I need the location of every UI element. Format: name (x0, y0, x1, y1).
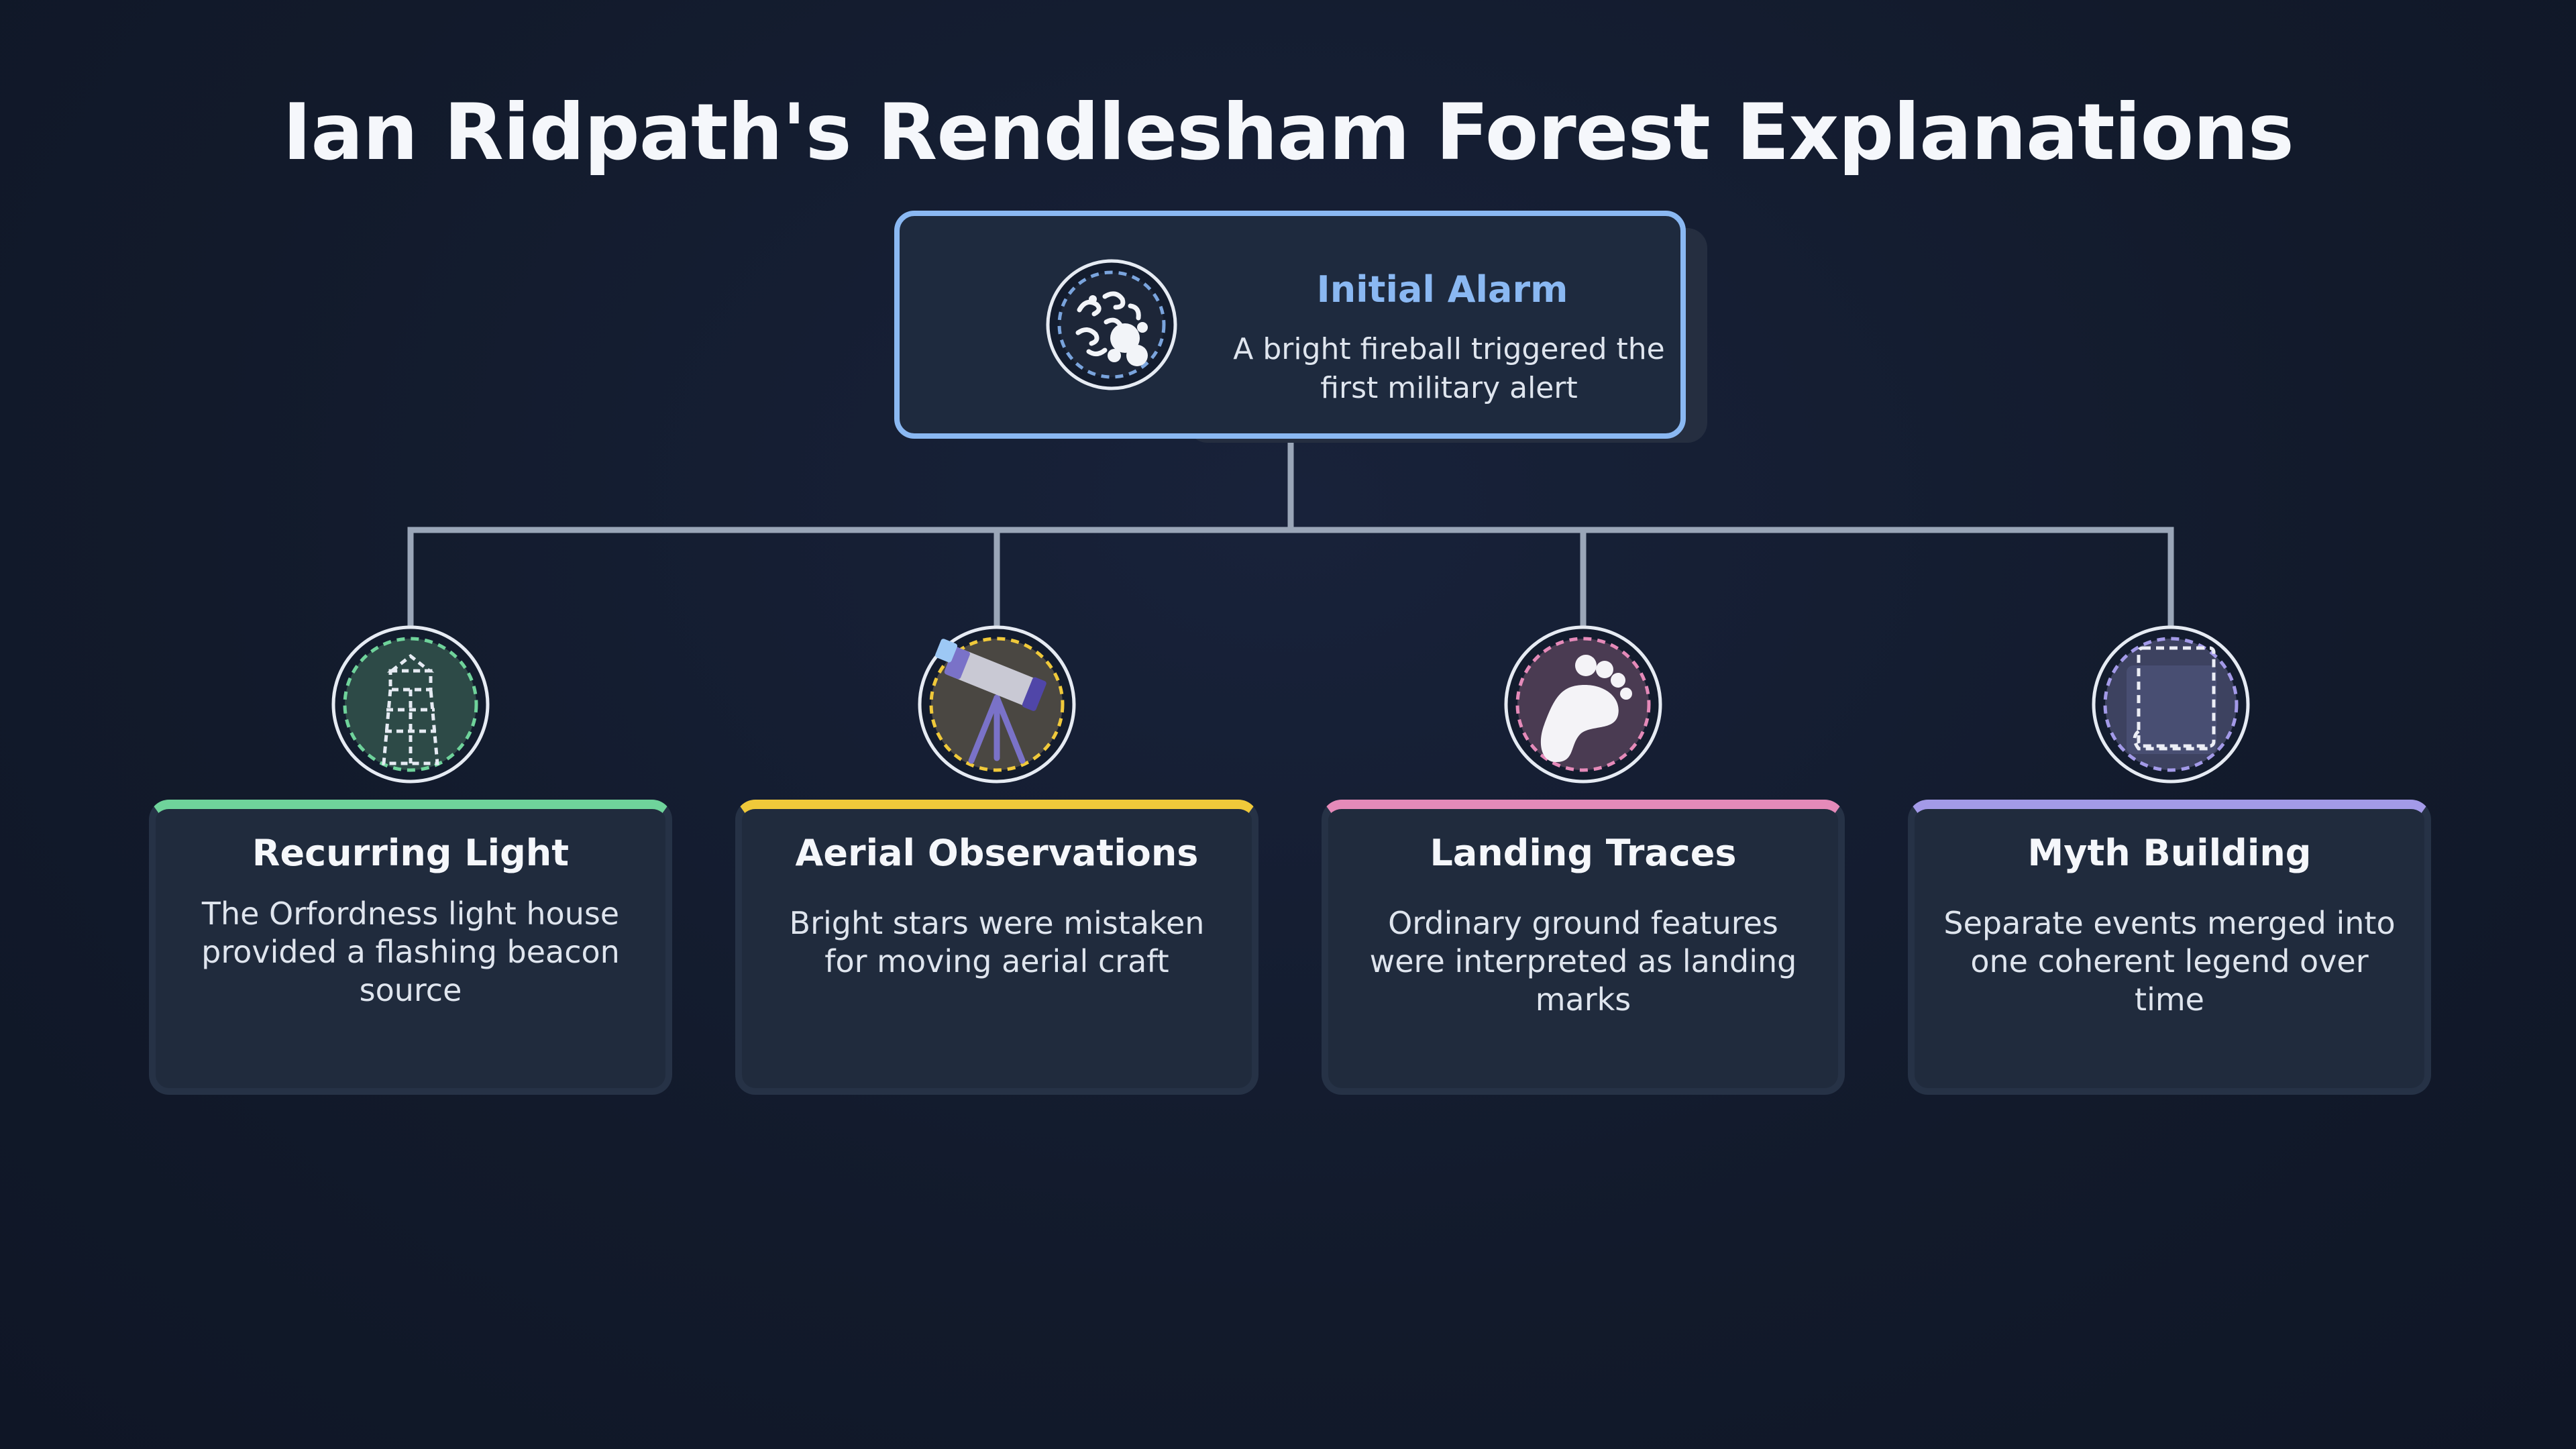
page-title: Ian Ridpath's Rendlesham Forest Explanat… (282, 87, 2294, 178)
child-node-recurring-light[interactable]: Recurring Light The Orfordness light hou… (149, 800, 672, 1095)
child-node-title: Landing Traces (1430, 832, 1737, 874)
book-icon (2090, 624, 2251, 785)
child-node-aerial-observations[interactable]: Aerial Observations Bright stars were mi… (735, 800, 1258, 1095)
child-node-title: Myth Building (2027, 832, 2312, 874)
root-node-title: Initial Alarm (1316, 268, 1568, 311)
child-node-myth-building[interactable]: Myth Building Separate events merged int… (1908, 800, 2431, 1095)
root-node[interactable] (894, 211, 1686, 439)
root-node-description: A bright fireball triggered the first mi… (1233, 332, 1665, 405)
footprint-icon (1503, 624, 1664, 785)
child-node-description: The Orfordness light house provided a fl… (201, 896, 620, 1008)
fireball-icon (1044, 258, 1179, 392)
lighthouse-icon (330, 624, 491, 785)
child-node-description: Bright stars were mistaken for moving ae… (789, 905, 1205, 979)
child-node-landing-traces[interactable]: Landing Traces Ordinary ground features … (1322, 800, 1845, 1095)
child-node-title: Recurring Light (252, 832, 570, 874)
child-node-description: Separate events merged into one coherent… (1943, 905, 2396, 1018)
child-node-title: Aerial Observations (795, 832, 1199, 874)
child-node-description: Ordinary ground features were interprete… (1369, 905, 1797, 1018)
telescope-icon (916, 624, 1077, 785)
